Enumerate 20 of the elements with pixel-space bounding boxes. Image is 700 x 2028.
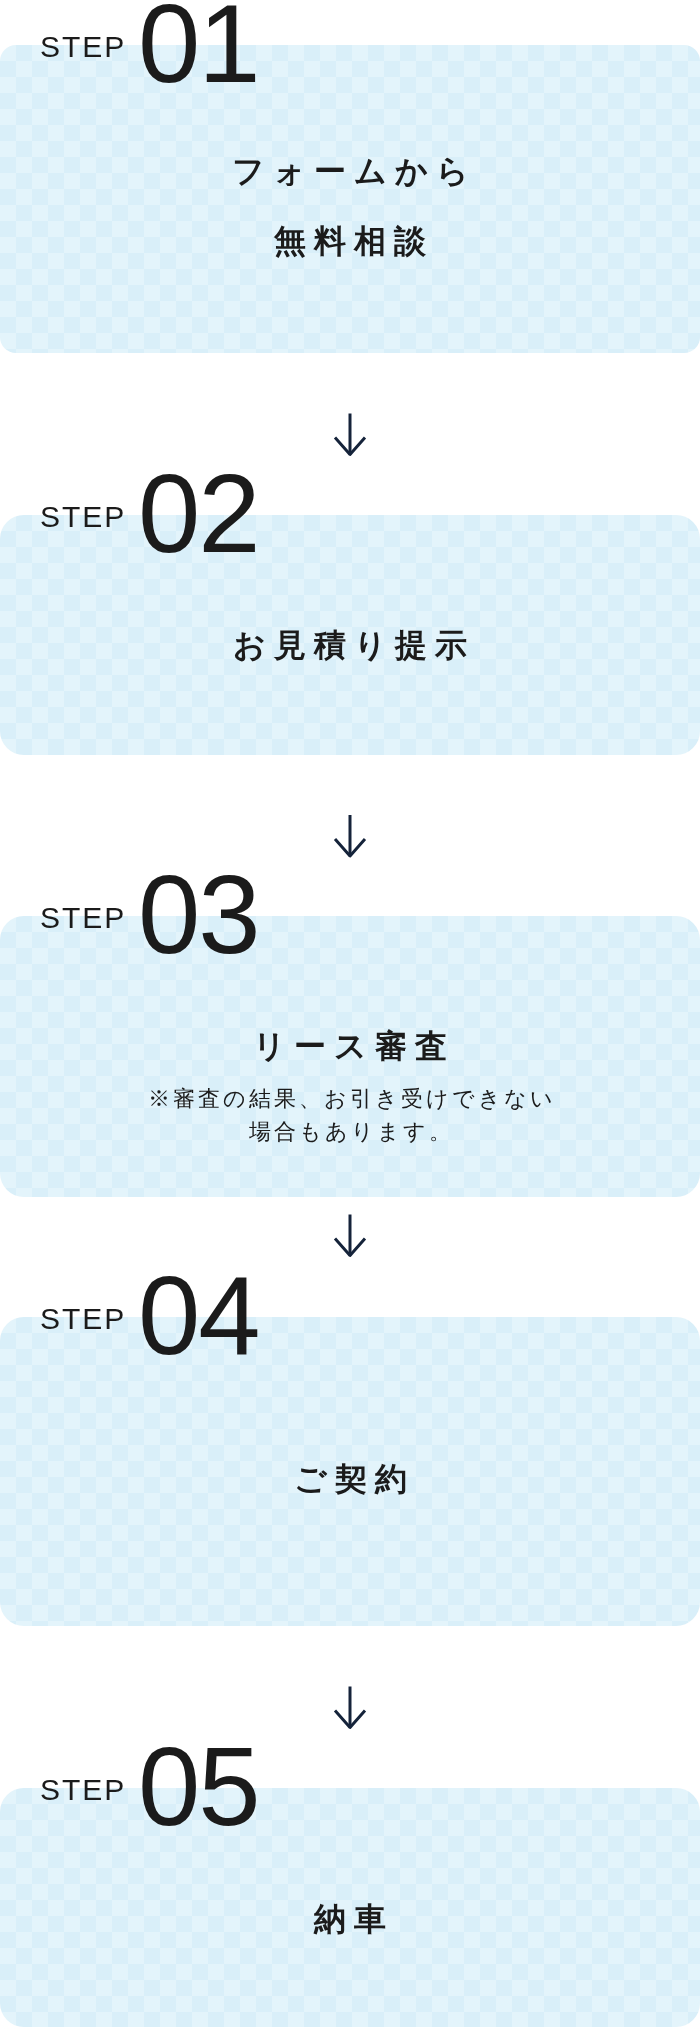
step-title: フォームから無料相談 [230,152,478,261]
step-number: 03 [138,875,259,955]
step-label: STEP [40,907,127,929]
step-number: 02 [138,474,259,554]
step-number: 05 [138,1747,259,1827]
step-label: STEP [40,1779,127,1801]
step-title: ご契約 [292,1460,415,1499]
step-number: 04 [138,1276,259,1356]
arrow [333,815,367,858]
step-title: リース審査 [252,1027,455,1066]
arrow [333,413,367,456]
arrow [333,1686,367,1729]
arrow [333,1214,367,1257]
step-number: 01 [138,4,259,84]
step-title: 納車 [312,1900,394,1939]
note-text: ※審査の結果、お引き受けできない場合もあります。 [146,1085,557,1146]
step-title: お見積り提示 [232,626,475,665]
step-label: STEP [40,36,127,58]
step-label: STEP [40,1308,127,1330]
step-label: STEP [40,506,127,528]
